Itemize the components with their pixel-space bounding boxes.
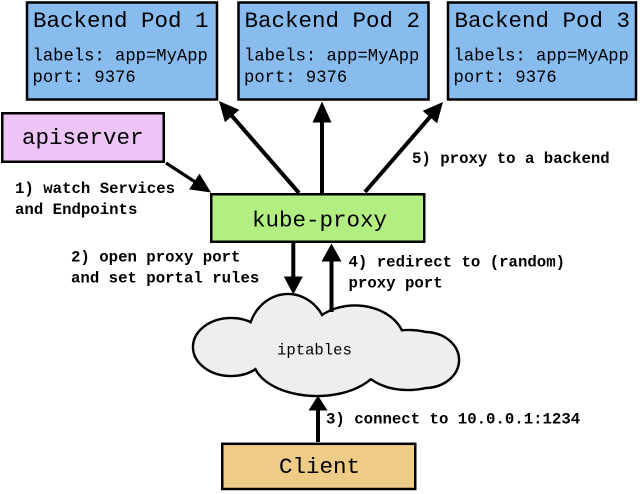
svg-text:labels: app=MyApp: labels: app=MyApp [33, 48, 208, 67]
svg-text:Backend Pod 2: Backend Pod 2 [245, 8, 421, 34]
svg-text:Backend Pod 1: Backend Pod 1 [33, 8, 209, 34]
svg-text:1) watch Services: 1) watch Services [15, 180, 175, 198]
svg-text:Backend Pod 3: Backend Pod 3 [455, 8, 631, 34]
svg-text:labels: app=MyApp: labels: app=MyApp [454, 48, 629, 67]
svg-text:and Endpoints: and Endpoints [15, 201, 137, 219]
svg-text:4) redirect to (random): 4) redirect to (random) [349, 254, 566, 272]
svg-text:5) proxy to a backend: 5) proxy to a backend [412, 150, 610, 168]
svg-text:port: 9376: port: 9376 [33, 69, 136, 88]
svg-text:labels: app=MyApp: labels: app=MyApp [244, 48, 419, 67]
svg-text:2) open proxy port: 2) open proxy port [71, 249, 240, 267]
svg-text:3) connect to 10.0.0.1:1234: 3) connect to 10.0.0.1:1234 [326, 411, 580, 429]
svg-text:port: 9376: port: 9376 [454, 69, 557, 88]
svg-text:and set portal rules: and set portal rules [71, 270, 259, 288]
svg-text:kube-proxy: kube-proxy [252, 208, 387, 234]
svg-text:port: 9376: port: 9376 [244, 69, 347, 88]
svg-text:proxy port: proxy port [349, 275, 443, 293]
svg-text:iptables: iptables [277, 342, 352, 360]
svg-text:Client: Client [279, 454, 360, 480]
svg-text:apiserver: apiserver [22, 125, 144, 151]
